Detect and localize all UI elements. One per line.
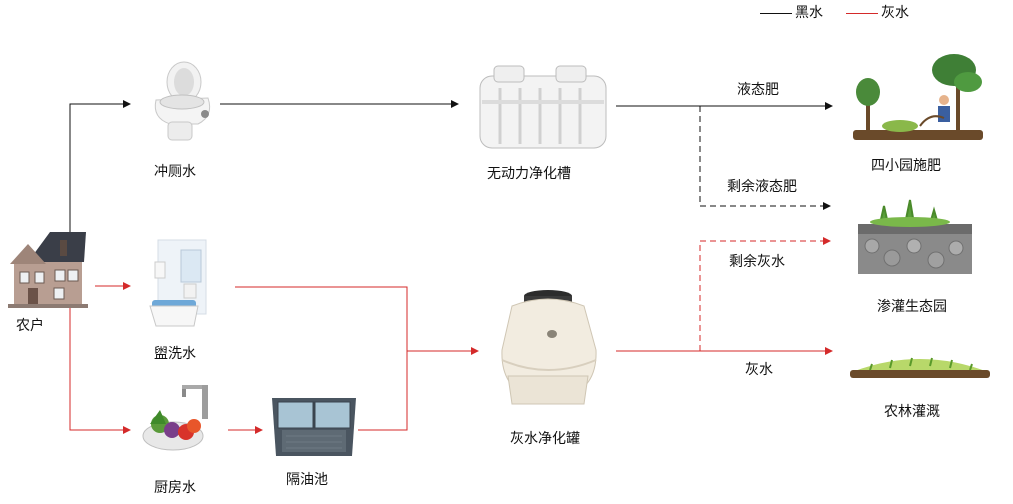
toilet-icon [154,61,211,141]
edge-house-kitchen [69,300,131,434]
label-wetland: 渗灌生态园 [877,299,947,315]
garden-fertilizing-icon [853,54,983,140]
edge-house-toilet [69,100,131,232]
label-farmland: 农林灌溉 [884,404,940,420]
label-grey-water-tank: 灰水净化罐 [510,431,580,447]
infiltration-wetland-icon [858,199,972,274]
edge-grease-merge [358,351,408,431]
label-garden: 四小园施肥 [871,158,941,174]
bathroom-icon [149,239,207,327]
legend-black-label: 黑水 [795,5,823,21]
label-grease-trap: 隔油池 [286,472,328,488]
label-surplus-grey-water: 剩余灰水 [729,254,785,270]
edge-surplus-fertilizer [699,106,831,210]
kitchen-faucet-icon [142,385,208,451]
label-surplus-liquid-fertilizer: 剩余液态肥 [727,179,797,195]
label-kitchen-water: 厨房水 [154,480,196,496]
farmland-irrigation-icon [850,357,990,378]
legend-red-label: 灰水 [881,5,909,21]
legend-grey-water: 灰水 [846,5,909,21]
label-septic-tank: 无动力净化槽 [487,166,571,182]
label-washing-water: 盥洗水 [154,346,196,362]
septic-tank-icon [479,65,607,149]
legend-black-water: 黑水 [760,5,823,21]
label-toilet-water: 冲厕水 [154,164,196,180]
label-household: 农户 [16,318,44,334]
edge-washing-merge [235,286,408,351]
label-liquid-fertilizer: 液态肥 [737,82,779,98]
grease-trap-icon [272,398,356,456]
edge-surplus-greywater [699,237,831,351]
legend-red-line [846,12,878,14]
label-grey-water: 灰水 [745,362,773,378]
grey-water-tank-icon [501,290,597,405]
legend-black-line [760,12,792,14]
house-icon [8,232,88,308]
